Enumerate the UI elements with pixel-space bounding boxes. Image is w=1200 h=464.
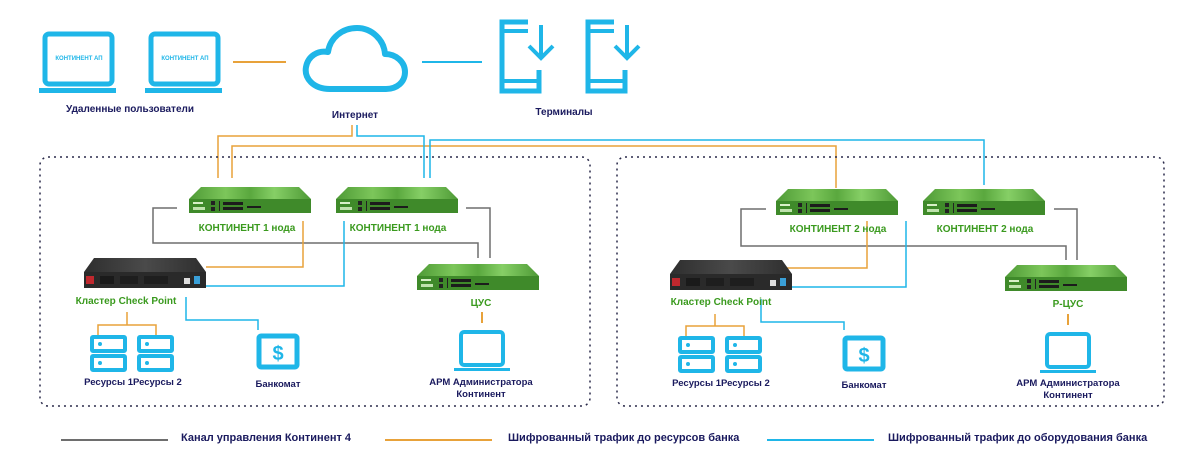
atm-label: Банкомат xyxy=(255,379,301,390)
laptop-icon xyxy=(39,31,116,93)
checkpoint-cluster-device xyxy=(670,260,792,290)
segment-1: $ xyxy=(84,187,539,372)
server-led xyxy=(686,343,737,366)
atm-icon: $ xyxy=(256,333,300,370)
legend-label-equipment: Шифрованный трафик до оборудования банка xyxy=(888,432,1148,444)
management-server-device xyxy=(1005,265,1127,291)
continent-node-label: КОНТИНЕНТ 1 нода xyxy=(349,223,447,234)
cloud-icon xyxy=(302,25,408,92)
terminals-label: Терминалы xyxy=(535,107,593,118)
feed-lines xyxy=(217,125,985,188)
admin-laptop-icon xyxy=(454,330,510,371)
continent-node-device xyxy=(923,189,1045,215)
admin-label-line2: Континент xyxy=(456,389,506,400)
continent-node-label: КОНТИНЕНТ 2 нода xyxy=(789,224,887,235)
continent-node-device xyxy=(189,187,311,213)
legend-swatch-management xyxy=(61,439,168,441)
resources-label: Ресурсы 1Ресурсы 2 xyxy=(672,378,770,389)
legend-swatch-resources xyxy=(385,439,492,441)
cluster-label: Кластер Check Point xyxy=(670,297,772,308)
continent-node-device xyxy=(336,187,458,213)
management-label: Р-ЦУС xyxy=(1052,299,1084,310)
legend-label-management: Канал управления Континент 4 xyxy=(181,432,352,444)
legend-swatch-equipment xyxy=(767,439,874,441)
admin-laptop-icon xyxy=(1040,332,1096,373)
internet-label: Интернет xyxy=(331,110,379,121)
laptop-screen-text: КОНТИНЕНТ АП xyxy=(161,56,209,62)
continent-node-device xyxy=(776,189,898,215)
phone-download-icon xyxy=(585,19,641,94)
server-led xyxy=(98,342,149,365)
server-icon xyxy=(678,336,762,373)
segment-2-boundary xyxy=(616,156,1165,407)
legend-label-resources: Шифрованный трафик до ресурсов банка xyxy=(508,432,740,444)
admin-label-line1: АРМ Администратора xyxy=(1016,378,1120,389)
atm-icon: $ xyxy=(842,335,886,372)
continent-node-label: КОНТИНЕНТ 1 нода xyxy=(198,223,296,234)
dollar-icon: $ xyxy=(272,343,283,365)
phone-download-icon xyxy=(499,19,555,94)
dollar-icon: $ xyxy=(858,345,869,367)
management-label: ЦУС xyxy=(470,298,492,309)
atm-label: Банкомат xyxy=(841,380,887,391)
remote-users-label: Удаленные пользователи xyxy=(65,104,195,115)
segment-2: $ xyxy=(670,189,1127,373)
laptop-screen-text: КОНТИНЕНТ АП xyxy=(55,56,103,62)
cluster-label: Кластер Check Point xyxy=(75,296,177,307)
server-icon xyxy=(90,335,174,372)
checkpoint-cluster-device xyxy=(84,258,206,288)
management-server-device xyxy=(417,264,539,290)
laptop-icon xyxy=(145,31,222,93)
continent-node-label: КОНТИНЕНТ 2 нода xyxy=(936,224,1034,235)
admin-label-line2: Континент xyxy=(1043,390,1093,401)
resources-label: Ресурсы 1Ресурсы 2 xyxy=(84,377,182,388)
admin-label-line1: АРМ Администратора xyxy=(429,377,533,388)
